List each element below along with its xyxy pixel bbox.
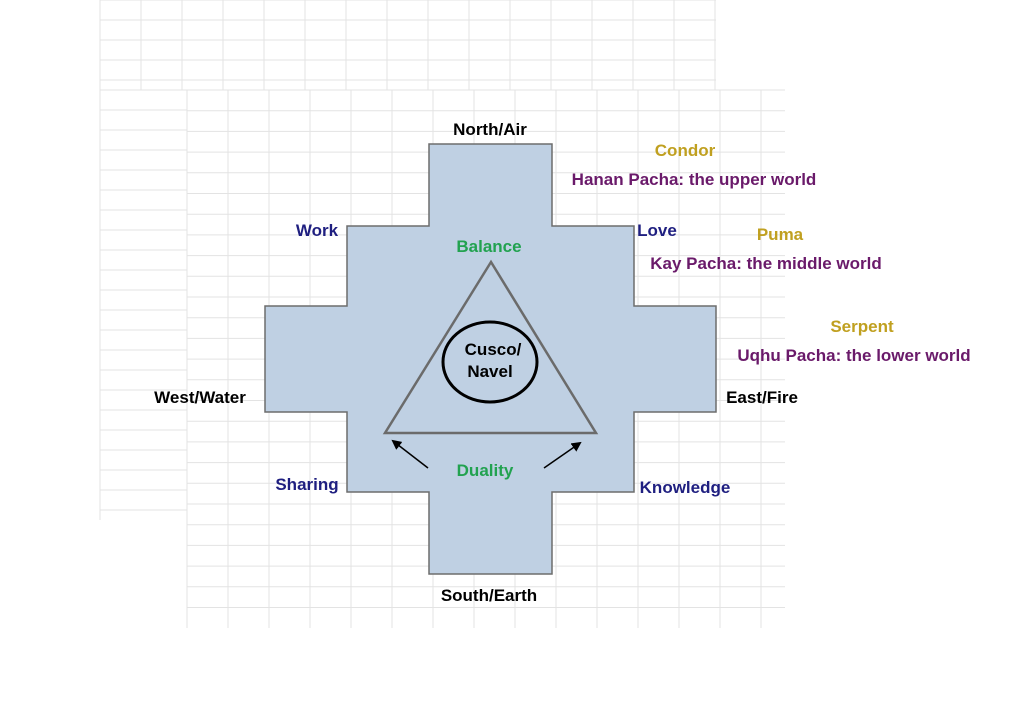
label-work: Work — [296, 221, 339, 240]
label-puma: Puma — [757, 225, 804, 244]
label-kay-pacha: Kay Pacha: the middle world — [650, 254, 881, 273]
label-west: West/Water — [154, 388, 246, 407]
label-cusco: Cusco/ — [465, 340, 522, 359]
label-balance: Balance — [456, 237, 521, 256]
label-knowledge: Knowledge — [640, 478, 731, 497]
label-south: South/Earth — [441, 586, 537, 605]
label-serpent: Serpent — [830, 317, 894, 336]
left-arrow — [391, 439, 429, 469]
label-uqhu-pacha: Uqhu Pacha: the lower world — [737, 346, 970, 365]
chakana-cross — [264, 143, 717, 575]
label-east: East/Fire — [726, 388, 798, 407]
label-hanan-pacha: Hanan Pacha: the upper world — [572, 170, 817, 189]
label-love: Love — [637, 221, 677, 240]
label-condor: Condor — [655, 141, 716, 160]
label-sharing: Sharing — [275, 475, 338, 494]
label-navel: Navel — [467, 362, 512, 381]
label-duality: Duality — [457, 461, 514, 480]
cusco-navel-circle — [441, 320, 539, 404]
label-north: North/Air — [453, 120, 527, 139]
triangle-outline — [382, 259, 599, 435]
right-arrow — [543, 441, 582, 469]
